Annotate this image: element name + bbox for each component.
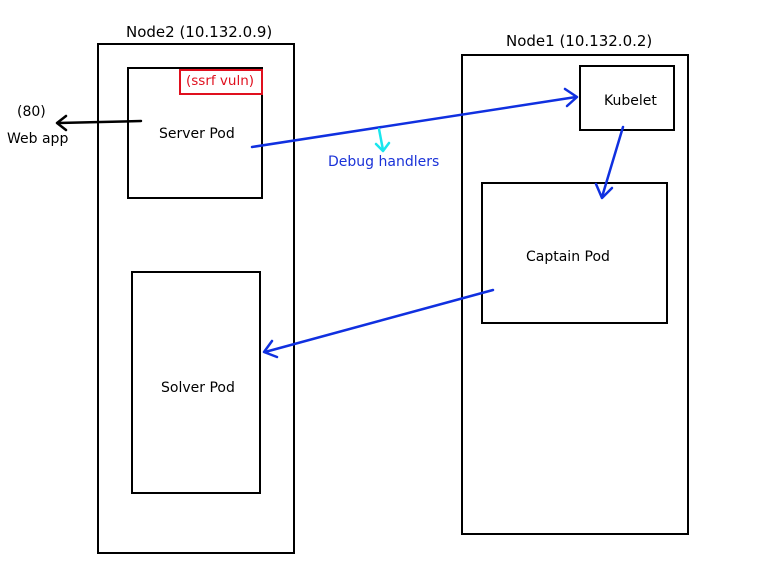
kubelet-to-captain-arrow	[594, 125, 625, 200]
web-app-label: Web app	[7, 131, 69, 147]
web-app-arrow	[55, 114, 143, 132]
solver-pod-box	[131, 271, 261, 494]
captain-pod-label: Captain Pod	[526, 249, 610, 265]
port-label: (80)	[17, 104, 46, 120]
debug-handlers-label: Debug handlers	[328, 154, 440, 170]
node1-title: Node1 (10.132.0.2)	[506, 32, 653, 50]
kubelet-box	[579, 65, 675, 131]
kubelet-label: Kubelet	[604, 93, 657, 109]
ssrf-vuln-tag: (ssrf vuln)	[179, 69, 263, 95]
server-to-kubelet-arrow	[250, 87, 579, 149]
node1-box	[461, 54, 689, 535]
solver-pod-label: Solver Pod	[161, 380, 235, 396]
captain-to-solver-arrow	[262, 288, 495, 359]
node2-box	[97, 43, 295, 554]
debug-pointer-arrow	[374, 127, 391, 153]
server-pod-label: Server Pod	[159, 126, 235, 142]
captain-pod-box	[481, 182, 668, 324]
server-pod-box	[127, 67, 263, 199]
node2-title: Node2 (10.132.0.9)	[126, 23, 273, 41]
